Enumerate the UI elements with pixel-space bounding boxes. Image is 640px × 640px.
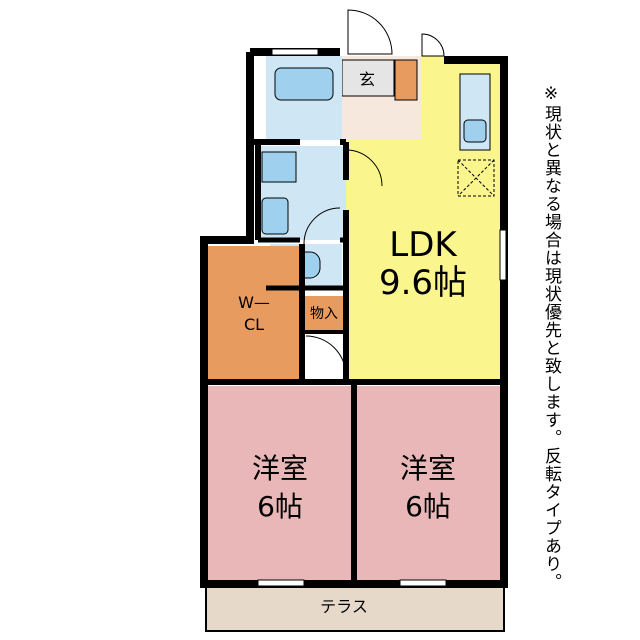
closet-label-line2: CL [244, 315, 264, 334]
bedroom-left-size: 6帖 [257, 490, 303, 523]
bathtub-icon [274, 67, 334, 101]
shoe-cabinet [394, 59, 418, 101]
bedroom-left [208, 386, 352, 580]
ldk-name: LDK [389, 225, 458, 265]
entrance-door-swing [347, 9, 393, 55]
bedroom-right [356, 386, 500, 580]
disclaimer-note: ※現状と異なる場合は現状優先と致します。反転タイプあり。 [541, 84, 561, 591]
side-door-swing [421, 33, 445, 57]
closet-label-line1: W— [238, 293, 270, 312]
storage-label: 物入 [310, 306, 338, 322]
bedroom-left-name: 洋室 [252, 452, 308, 485]
stove-icon [463, 119, 487, 143]
wash-door-swing [345, 149, 383, 187]
terrace [205, 582, 505, 632]
toilet-door-swing [303, 207, 341, 245]
window-left [257, 579, 305, 587]
sink-icon [261, 197, 289, 235]
bedroom-right-name: 洋室 [400, 452, 456, 485]
fridge-cross-b [457, 159, 495, 197]
entrance-mat [341, 59, 395, 97]
entrance-label: 玄 [359, 70, 375, 89]
bedroom-right-size: 6帖 [405, 490, 451, 523]
window-right [399, 579, 447, 587]
terrace-label: テラス [320, 597, 368, 616]
window-bath [271, 48, 319, 56]
storage-door-swing [305, 335, 347, 377]
ldk-size: 9.6帖 [379, 263, 467, 303]
storage-closet [304, 296, 344, 330]
window-ldk-right [499, 229, 507, 281]
fridge-space [457, 159, 495, 197]
walk-in-closet [208, 246, 300, 380]
washing-machine-icon [261, 151, 297, 183]
